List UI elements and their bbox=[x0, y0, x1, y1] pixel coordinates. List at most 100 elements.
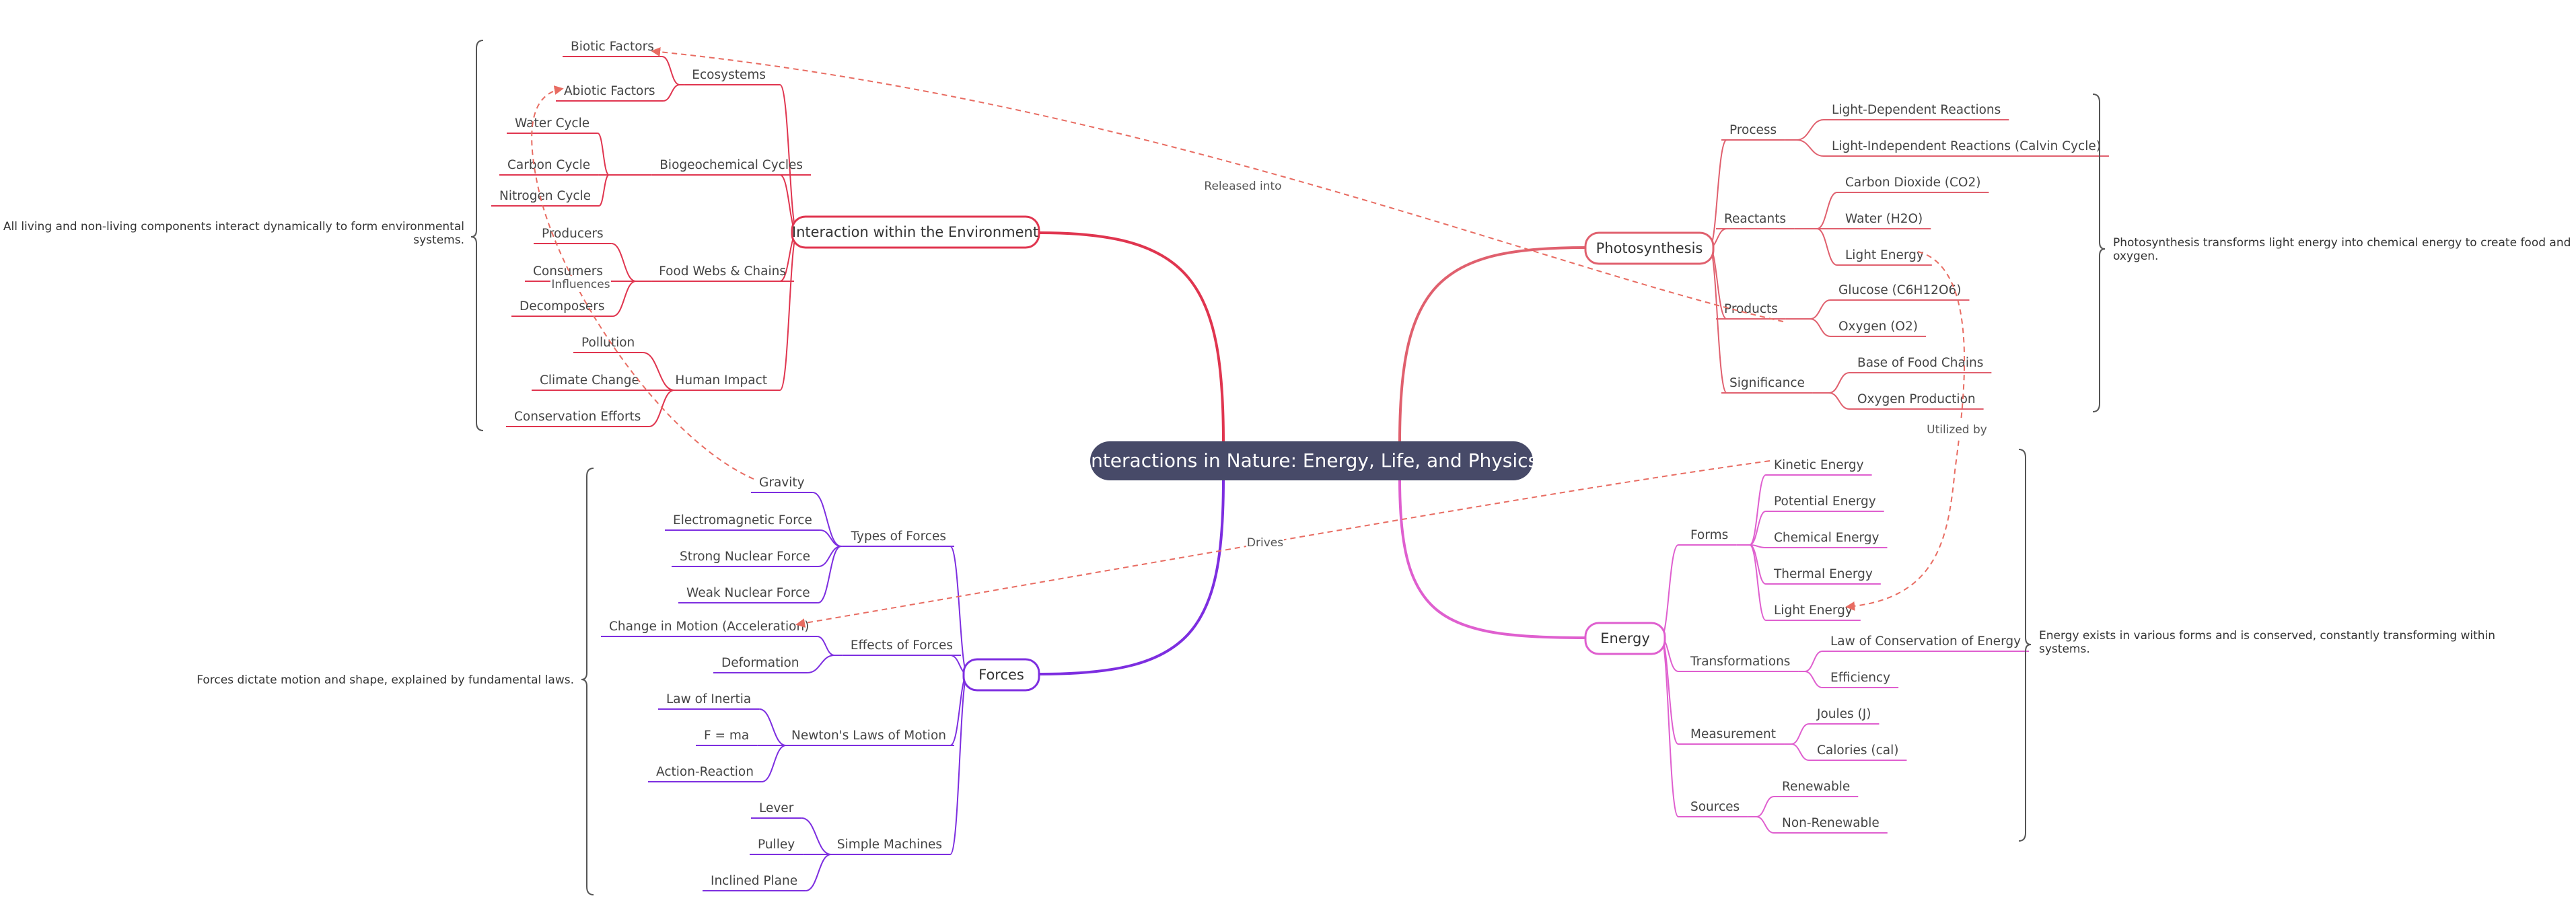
group-forms[interactable]: Forms bbox=[1690, 528, 1728, 542]
item-glucose-c6h12o6[interactable]: Glucose (C6H12O6) bbox=[1838, 283, 1962, 297]
connector-renewable bbox=[1756, 796, 1775, 817]
item-chemical-energy[interactable]: Chemical Energy bbox=[1774, 531, 1880, 545]
connector-light-energy bbox=[1816, 228, 1838, 266]
item-nitrogen-cycle[interactable]: Nitrogen Cycle bbox=[499, 189, 591, 203]
item-strong-nuclear-force[interactable]: Strong Nuclear Force bbox=[680, 550, 810, 564]
item-biotic-factors[interactable]: Biotic Factors bbox=[571, 40, 654, 54]
svg-text:Forces: Forces bbox=[978, 667, 1024, 683]
item-oxygen-production[interactable]: Oxygen Production bbox=[1857, 392, 1976, 406]
branch-node-forces[interactable]: Forces bbox=[962, 658, 1040, 692]
root-node[interactable]: Interactions in Nature: Energy, Life, an… bbox=[1085, 441, 1538, 480]
branch-node-energy[interactable]: Energy bbox=[1584, 622, 1666, 655]
branch-node-photosynthesis[interactable]: Photosynthesis bbox=[1584, 231, 1715, 265]
connector-carbon-dioxide-co2 bbox=[1816, 192, 1838, 229]
item-water-cycle[interactable]: Water Cycle bbox=[515, 116, 589, 131]
svg-text:Released into: Released into bbox=[1204, 180, 1281, 193]
group-transformations[interactable]: Transformations bbox=[1690, 655, 1790, 669]
svg-text:Influences: Influences bbox=[551, 278, 610, 291]
item-potential-energy[interactable]: Potential Energy bbox=[1774, 494, 1876, 509]
item-light-dependent-reactions[interactable]: Light-Dependent Reactions bbox=[1832, 103, 2001, 117]
connector-non-renewable bbox=[1756, 816, 1775, 834]
relation-utilized-by bbox=[1845, 251, 1966, 611]
group-process[interactable]: Process bbox=[1729, 123, 1777, 137]
item-deformation[interactable]: Deformation bbox=[721, 656, 799, 670]
group-reactants[interactable]: Reactants bbox=[1724, 212, 1786, 226]
connector-conservation-efforts bbox=[649, 390, 675, 427]
item-decomposers[interactable]: Decomposers bbox=[520, 299, 604, 314]
connector-root-forces bbox=[1039, 478, 1225, 675]
connector-pollution bbox=[643, 352, 675, 391]
group-ecosystems[interactable]: Ecosystems bbox=[692, 68, 766, 82]
note-energy-line-2: systems. bbox=[2039, 642, 2090, 656]
item-climate-change[interactable]: Climate Change bbox=[540, 373, 639, 388]
item-non-renewable[interactable]: Non-Renewable bbox=[1782, 816, 1880, 830]
group-human-impact[interactable]: Human Impact bbox=[675, 373, 767, 388]
item-law-of-inertia[interactable]: Law of Inertia bbox=[666, 692, 751, 706]
group-biogeochemical-cycles[interactable]: Biogeochemical Cycles bbox=[659, 158, 803, 172]
item-change-in-motion-acceleration[interactable]: Change in Motion (Acceleration) bbox=[609, 620, 809, 634]
group-newton-s-laws-of-motion[interactable]: Newton's Laws of Motion bbox=[791, 729, 946, 743]
connector-abiotic-factors bbox=[663, 84, 680, 102]
connector-gravity bbox=[812, 492, 842, 547]
brace-energy bbox=[2018, 449, 2032, 842]
item-joules-j[interactable]: Joules (J) bbox=[1816, 707, 1871, 721]
item-light-energy[interactable]: Light Energy bbox=[1774, 603, 1853, 618]
group-simple-machines[interactable]: Simple Machines bbox=[837, 838, 942, 852]
item-carbon-dioxide-co2[interactable]: Carbon Dioxide (CO2) bbox=[1845, 176, 1980, 190]
group-products[interactable]: Products bbox=[1724, 302, 1778, 316]
connector-lever bbox=[801, 817, 832, 855]
item-carbon-cycle[interactable]: Carbon Cycle bbox=[507, 158, 590, 172]
connector-biotic-factors bbox=[661, 56, 680, 85]
item-renewable[interactable]: Renewable bbox=[1782, 780, 1850, 794]
item-water-h2o[interactable]: Water (H2O) bbox=[1845, 212, 1923, 226]
connector-water-cycle bbox=[597, 133, 610, 176]
connector-weak-nuclear-force bbox=[818, 546, 842, 603]
item-electromagnetic-force[interactable]: Electromagnetic Force bbox=[673, 513, 812, 527]
item-weak-nuclear-force[interactable]: Weak Nuclear Force bbox=[686, 586, 810, 600]
group-measurement[interactable]: Measurement bbox=[1690, 727, 1776, 741]
connector-significance bbox=[1709, 247, 1727, 394]
item-calories-cal[interactable]: Calories (cal) bbox=[1817, 743, 1898, 758]
connector-kinetic-energy bbox=[1749, 474, 1766, 546]
item-abiotic-factors[interactable]: Abiotic Factors bbox=[564, 84, 655, 98]
connector-light-independent-reactions-calvin-cycle bbox=[1796, 139, 1824, 157]
connector-sources bbox=[1660, 637, 1679, 817]
item-f-ma[interactable]: F = ma bbox=[704, 729, 749, 743]
group-food-webs-chains[interactable]: Food Webs & Chains bbox=[659, 264, 786, 279]
item-light-independent-reactions-calvin-cycle[interactable]: Light-Independent Reactions (Calvin Cycl… bbox=[1832, 139, 2101, 153]
item-pollution[interactable]: Pollution bbox=[581, 336, 635, 350]
group-effects-of-forces[interactable]: Effects of Forces bbox=[851, 638, 953, 653]
item-pulley[interactable]: Pulley bbox=[758, 838, 795, 852]
item-thermal-energy[interactable]: Thermal Energy bbox=[1773, 567, 1873, 581]
group-significance[interactable]: Significance bbox=[1729, 376, 1805, 390]
item-base-of-food-chains[interactable]: Base of Food Chains bbox=[1857, 356, 1983, 370]
item-kinetic-energy[interactable]: Kinetic Energy bbox=[1774, 458, 1864, 472]
item-inclined-plane[interactable]: Inclined Plane bbox=[711, 874, 797, 888]
relation-label-influences: Influences bbox=[550, 276, 611, 292]
relation-influences bbox=[531, 85, 754, 480]
connector-oxygen-production bbox=[1828, 392, 1850, 410]
connector-glucose-c6h12o6 bbox=[1810, 299, 1831, 320]
item-consumers[interactable]: Consumers bbox=[533, 264, 603, 279]
svg-text:Utilized by: Utilized by bbox=[1927, 423, 1987, 437]
svg-text:Energy: Energy bbox=[1600, 630, 1650, 647]
item-conservation-efforts[interactable]: Conservation Efforts bbox=[514, 410, 641, 424]
relation-label-released-into: Released into bbox=[1203, 178, 1283, 194]
item-action-reaction[interactable]: Action-Reaction bbox=[656, 765, 754, 779]
item-oxygen-o2[interactable]: Oxygen (O2) bbox=[1838, 320, 1918, 334]
relation-drives bbox=[795, 460, 1770, 628]
connector-calories-cal bbox=[1791, 743, 1810, 761]
item-efficiency[interactable]: Efficiency bbox=[1830, 671, 1890, 685]
connector-process bbox=[1709, 139, 1727, 248]
connector-inclined-plane bbox=[805, 854, 832, 891]
item-lever[interactable]: Lever bbox=[759, 801, 794, 815]
svg-text:Interaction within the Environ: Interaction within the Environment bbox=[792, 224, 1038, 240]
branch-node-environment[interactable]: Interaction within the Environment bbox=[791, 215, 1040, 249]
connector-potential-energy bbox=[1749, 511, 1766, 546]
item-light-energy[interactable]: Light Energy bbox=[1845, 248, 1924, 262]
group-sources[interactable]: Sources bbox=[1690, 800, 1740, 814]
item-law-of-conservation-of-energy[interactable]: Law of Conservation of Energy bbox=[1830, 634, 2021, 649]
item-gravity[interactable]: Gravity bbox=[759, 476, 805, 490]
item-producers[interactable]: Producers bbox=[542, 227, 604, 241]
group-types-of-forces[interactable]: Types of Forces bbox=[851, 529, 946, 544]
